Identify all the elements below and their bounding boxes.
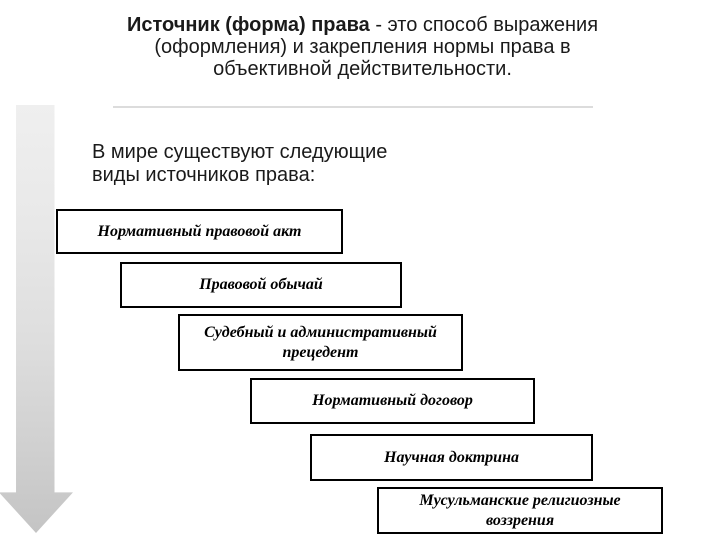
source-box-normative-contract: Нормативный договор xyxy=(250,378,535,424)
source-box-label: Правовой обычай xyxy=(199,276,323,293)
source-box-label: Нормативный договор xyxy=(312,392,473,409)
source-box-judicial-administrative-precedent: Судебный и административный прецедент xyxy=(178,314,463,371)
source-box-label: Нормативный правовой акт xyxy=(97,222,302,240)
source-box-label: Судебный и административный прецедент xyxy=(204,323,437,361)
source-box-label: Научная доктрина xyxy=(384,448,519,466)
source-box-scientific-doctrine: Научная доктрина xyxy=(310,434,593,481)
source-box-label: Мусульманские религиозные воззрения xyxy=(419,491,621,529)
title-term: Источник (форма) права xyxy=(126,14,370,36)
down-arrow-icon xyxy=(0,105,73,533)
slide-title: Источник (форма) права - это способ выра… xyxy=(110,14,615,80)
source-box-legal-custom: Правовой обычай xyxy=(120,262,402,308)
source-box-muslim-religious-views: Мусульманские религиозные воззрения xyxy=(377,487,663,534)
intro-text: В мире существуют следующие виды источни… xyxy=(92,141,388,186)
title-divider xyxy=(113,106,593,108)
title-definition: - это способ выражения (оформления) и за… xyxy=(154,14,599,80)
source-box-normative-legal-act: Нормативный правовой акт xyxy=(56,209,343,254)
